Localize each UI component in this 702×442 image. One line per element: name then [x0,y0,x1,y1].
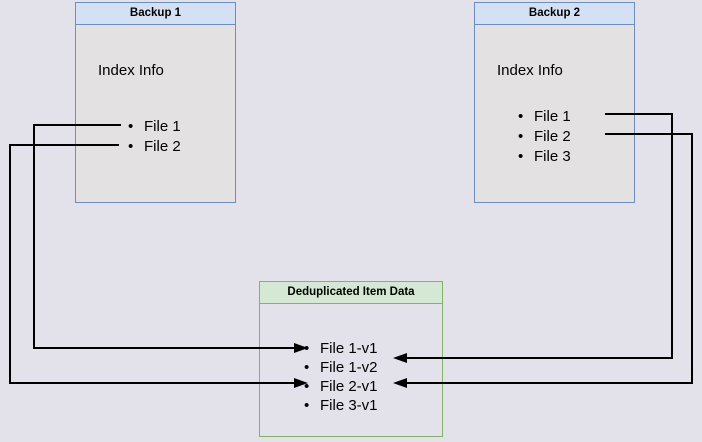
list-item[interactable]: File 1-v2 [304,358,378,377]
backup-2-box[interactable]: Backup 2 Index Info File 1 File 2 File 3 [474,2,635,203]
deduplicated-item-data-box[interactable]: Deduplicated Item Data File 1-v1 File 1-… [259,281,443,437]
backup-1-box[interactable]: Backup 1 Index Info File 1 File 2 [75,2,236,203]
dedup-file-list: File 1-v1 File 1-v2 File 2-v1 File 3-v1 [304,339,378,415]
list-item[interactable]: File 1 [128,117,181,137]
list-item[interactable]: File 2 [128,137,181,157]
list-item[interactable]: File 2 [518,127,571,147]
deduplicated-item-data-body: File 1-v1 File 1-v2 File 2-v1 File 3-v1 [260,304,442,437]
backup-1-file-list: File 1 File 2 [128,117,181,157]
list-item[interactable]: File 3-v1 [304,396,378,415]
list-item[interactable]: File 1-v1 [304,339,378,358]
list-item[interactable]: File 2-v1 [304,377,378,396]
list-item[interactable]: File 3 [518,147,571,167]
backup-1-title: Backup 1 [76,3,235,25]
list-item[interactable]: File 1 [518,107,571,127]
deduplicated-item-data-title: Deduplicated Item Data [260,282,442,304]
backup-1-index-info-label: Index Info [98,62,164,79]
backup-1-body: Index Info File 1 File 2 [76,25,235,203]
backup-2-index-info-label: Index Info [497,62,563,79]
backup-2-body: Index Info File 1 File 2 File 3 [475,25,634,203]
backup-2-title: Backup 2 [475,3,634,25]
backup-2-file-list: File 1 File 2 File 3 [518,107,571,167]
